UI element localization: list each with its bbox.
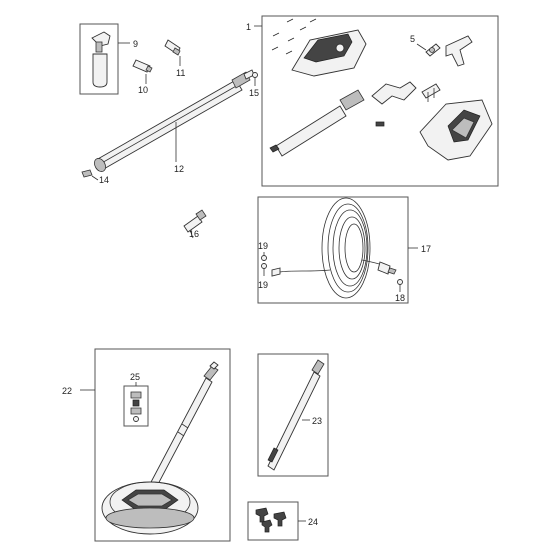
callout-18: 18 [395,293,405,303]
callout-14: 14 [99,175,109,185]
part-17-hose[interactable] [257,196,418,304]
callout-9: 9 [133,39,138,49]
part-23-extension-lance[interactable] [257,353,329,477]
callout-25: 25 [130,372,140,382]
part-14-connector[interactable] [81,169,99,181]
callout-10: 10 [138,85,148,95]
part-23-frame [257,353,329,477]
part-22-surface-cleaner[interactable] [80,348,231,542]
part-11-nozzle[interactable] [164,39,181,66]
callout-24: 24 [308,517,318,527]
callout-23: 23 [312,416,322,426]
part-17-frame [257,196,409,304]
callout-12: 12 [174,164,184,174]
part-9-frame [79,23,119,95]
callout-19-a: 19 [258,241,268,251]
part-19-seal[interactable] [261,252,267,276]
callout-16: 16 [189,229,199,239]
callout-17: 17 [421,244,431,254]
callout-1: 1 [246,22,251,32]
callout-5: 5 [410,34,415,44]
part-22-frame [94,348,231,542]
callout-11: 11 [176,68,185,78]
part-12-lance[interactable] [92,69,255,174]
part-16-spray-nozzle[interactable] [183,209,207,239]
part-24-nozzle-set[interactable] [247,501,306,541]
part-15-fitting[interactable] [252,72,258,87]
callout-19-b: 19 [258,280,268,290]
part-18-fitting[interactable] [397,279,403,293]
callout-22: 22 [62,386,72,396]
part-24-frame [247,501,299,541]
part-1-trigger-gun-kit[interactable] [254,15,499,187]
callout-15: 15 [249,88,259,98]
part-1-frame [261,15,499,187]
part-10-nozzle[interactable] [132,59,153,84]
part-9-foam-bottle[interactable] [79,23,130,95]
